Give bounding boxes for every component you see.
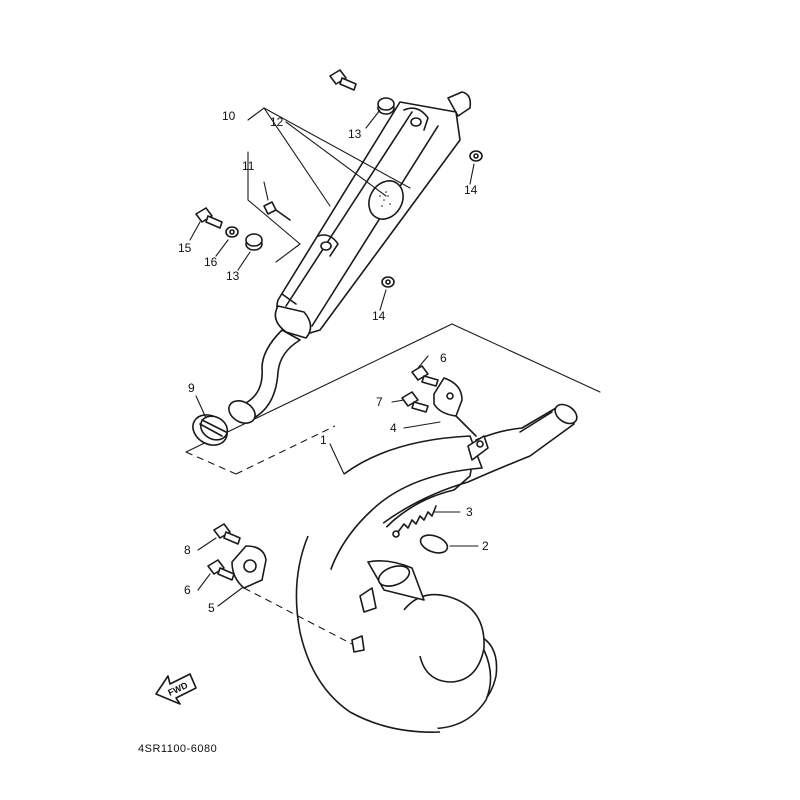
callout-14-lower: 14 bbox=[372, 309, 386, 323]
washer-16 bbox=[225, 226, 239, 238]
diagram-code: 4SR1100-6080 bbox=[138, 743, 217, 755]
grommet-14-lower bbox=[381, 276, 395, 288]
callout-4: 4 bbox=[390, 421, 397, 435]
bracket-4 bbox=[433, 377, 477, 437]
callout-9: 9 bbox=[188, 381, 195, 395]
callout-11: 11 bbox=[242, 159, 255, 173]
o-ring-2 bbox=[419, 534, 449, 554]
bolt-15 bbox=[195, 207, 223, 229]
callout-13-upper: 13 bbox=[348, 127, 362, 141]
leader-lines bbox=[189, 107, 479, 645]
callout-8: 8 bbox=[184, 543, 191, 557]
callout-numbers: 10 12 11 13 14 15 16 13 14 9 6 7 4 1 3 2… bbox=[178, 109, 489, 615]
callout-16: 16 bbox=[204, 255, 218, 269]
callout-10: 10 bbox=[222, 109, 236, 123]
callout-1: 1 bbox=[320, 433, 327, 447]
callout-6-upper: 6 bbox=[440, 351, 447, 365]
exhaust-pipe bbox=[295, 403, 578, 733]
grommet-14-upper bbox=[469, 150, 483, 162]
callout-3: 3 bbox=[466, 505, 473, 519]
collar-13-lower bbox=[245, 233, 263, 251]
callout-7: 7 bbox=[376, 395, 383, 409]
callout-15: 15 bbox=[178, 241, 192, 255]
fwd-arrow-icon: FWD bbox=[155, 673, 197, 705]
callout-14-upper: 14 bbox=[464, 183, 478, 197]
callout-12: 12 bbox=[270, 115, 284, 129]
silencer-inlet-pipe bbox=[228, 329, 301, 424]
bolt-6-lower bbox=[207, 559, 235, 581]
bolt-8 bbox=[213, 523, 241, 545]
bolt-6-upper bbox=[411, 365, 439, 387]
callout-13-lower: 13 bbox=[226, 269, 240, 283]
plate-5 bbox=[231, 545, 267, 589]
callout-5: 5 bbox=[208, 601, 215, 615]
screw-11 bbox=[263, 201, 291, 221]
silencer-assembly-frame bbox=[185, 323, 601, 475]
spring-3 bbox=[392, 505, 437, 538]
joint-seal bbox=[192, 414, 229, 446]
silencer-body bbox=[274, 91, 472, 339]
bolt-7 bbox=[401, 391, 429, 413]
callout-2: 2 bbox=[482, 539, 489, 553]
bolt-top bbox=[329, 69, 357, 91]
callout-6-lower: 6 bbox=[184, 583, 191, 597]
collar-13-upper bbox=[377, 97, 395, 115]
